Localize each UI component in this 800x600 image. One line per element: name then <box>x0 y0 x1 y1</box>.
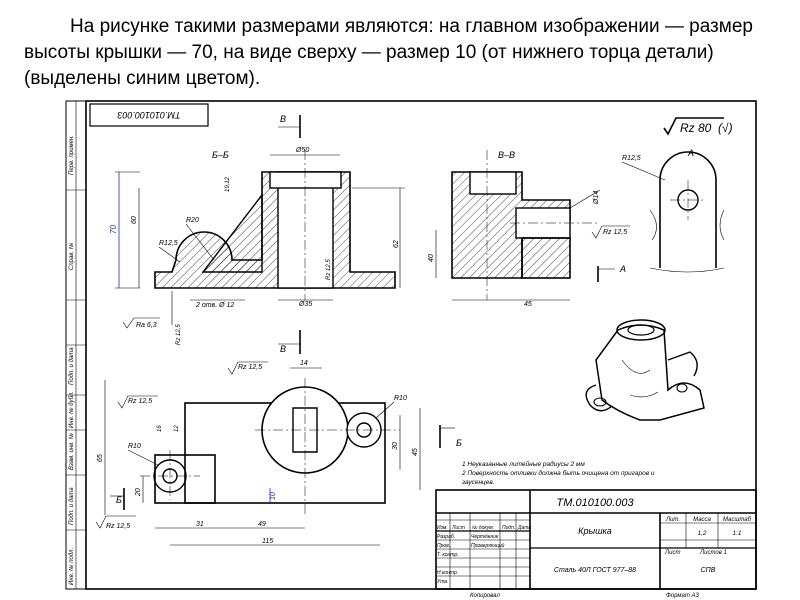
svg-text:R10: R10 <box>128 443 141 450</box>
svg-text:Rz 12,5: Rz 12,5 <box>326 259 332 280</box>
svg-text:Rz 12,5: Rz 12,5 <box>603 229 627 236</box>
svg-text:Rz 12,5: Rz 12,5 <box>106 523 130 530</box>
svg-text:Rz 12,5: Rz 12,5 <box>176 324 182 345</box>
svg-text:Б: Б <box>456 438 462 448</box>
side-label-7: Инв. № подл. <box>68 548 75 585</box>
roughness-symbol: Rz 80 (√) <box>663 117 733 136</box>
svg-text:Лист: Лист <box>664 550 680 556</box>
side-strip: Перв. примен. Справ. № Подп. и дата Инв.… <box>66 101 86 589</box>
svg-text:(√): (√) <box>718 121 733 135</box>
title-doc-number: ТМ.010100.003 <box>556 497 634 509</box>
svg-text:10: 10 <box>270 492 277 500</box>
svg-text:49: 49 <box>258 521 266 528</box>
top-view: 14 Rz 12,5 Rz 12,5 R10 R10 65 45 30 20 1… <box>95 360 421 546</box>
svg-text:Ø50: Ø50 <box>295 147 309 154</box>
svg-text:заусенцев.: заусенцев. <box>461 479 495 486</box>
svg-text:Ra 6,3: Ra 6,3 <box>136 322 157 329</box>
svg-text:1:1: 1:1 <box>732 530 741 537</box>
side-label-6: Подп. и дата <box>69 487 75 525</box>
svg-text:Лит.: Лит. <box>665 517 680 523</box>
section-vv: В–В 40 Ø14 Rz 12,5 45 А <box>428 150 630 308</box>
svg-text:R20: R20 <box>186 217 199 224</box>
svg-text:R12,5: R12,5 <box>622 155 641 162</box>
svg-text:Масштаб: Масштаб <box>723 517 752 523</box>
stamp-box <box>89 103 209 127</box>
svg-text:А: А <box>619 264 626 274</box>
cut-mark-v-top: В <box>278 114 301 138</box>
svg-text:Ø14: Ø14 <box>593 191 600 205</box>
svg-text:Утв.: Утв. <box>437 579 448 585</box>
svg-text:60: 60 <box>131 216 138 224</box>
svg-text:12: 12 <box>174 425 180 432</box>
svg-text:№ докум.: № докум. <box>472 525 494 531</box>
svg-text:В: В <box>280 344 286 354</box>
caption-text: На рисунке такими размерами являются: на… <box>24 14 784 92</box>
svg-text:Подп.: Подп. <box>502 525 515 531</box>
svg-text:В: В <box>280 114 286 124</box>
title-material: Сталь 40Л ГОСТ 977–88 <box>554 567 636 574</box>
svg-text:Б: Б <box>116 495 122 505</box>
svg-text:45: 45 <box>524 301 532 308</box>
isometric-view <box>585 319 705 421</box>
svg-text:Копировал: Копировал <box>470 593 500 599</box>
svg-text:30: 30 <box>392 442 399 450</box>
svg-text:45: 45 <box>412 448 419 456</box>
section-vv-title: В–В <box>498 150 515 160</box>
svg-text:Дата: Дата <box>517 525 531 531</box>
svg-text:1 Неуказанные литейные радиус: 1 Неуказанные литейные радиусы 2 мм <box>462 460 585 468</box>
title-part-name: Крышка <box>578 526 612 536</box>
svg-text:16: 16 <box>157 425 163 432</box>
svg-text:Rz 12,5: Rz 12,5 <box>128 398 152 405</box>
section-bb-title: Б–Б <box>212 150 229 160</box>
title-block: ТМ.010100.003 Крышка Сталь 40Л ГОСТ 977–… <box>435 489 757 599</box>
side-label-2: Справ. № <box>68 242 75 270</box>
svg-text:14: 14 <box>300 360 308 367</box>
svg-text:Масса: Масса <box>693 517 711 523</box>
stamp-rotated-text: ТМ.010100.003 <box>117 110 180 120</box>
technical-notes: 1 Неуказанные литейные радиусы 2 мм 2 По… <box>461 460 655 486</box>
section-bb: Б–Б Ø50 70 60 19,12 R20 R12,5 Rz 12,5 Ra… <box>109 147 405 345</box>
svg-text:115: 115 <box>262 538 273 545</box>
svg-text:Н.контр.: Н.контр. <box>437 570 458 576</box>
side-label-5: Взам. инв. № <box>68 432 75 470</box>
view-a: А R12,5 <box>621 148 725 273</box>
svg-text:Проверяющий: Проверяющий <box>471 542 505 549</box>
svg-text:70: 70 <box>109 225 118 234</box>
svg-text:Rz 12,5: Rz 12,5 <box>238 364 262 371</box>
svg-text:Пров.: Пров. <box>437 543 450 549</box>
svg-text:31: 31 <box>196 521 204 528</box>
svg-text:Ø35: Ø35 <box>298 301 312 308</box>
svg-text:R10: R10 <box>394 395 407 402</box>
cut-mark-b-right: Б <box>439 425 462 448</box>
svg-text:62: 62 <box>393 240 400 248</box>
svg-text:А: А <box>687 148 694 158</box>
side-label-1: Перв. примен. <box>69 135 75 175</box>
svg-text:65: 65 <box>97 454 104 462</box>
svg-text:СПВ: СПВ <box>701 567 716 574</box>
svg-text:Формат А3: Формат А3 <box>666 593 699 599</box>
svg-text:Чертёжник: Чертёжник <box>471 534 499 540</box>
svg-text:19,12: 19,12 <box>225 176 231 192</box>
svg-text:Т. контр.: Т. контр. <box>437 552 459 558</box>
sheet-inner-border <box>85 100 757 590</box>
svg-text:2 отв. Ø 12: 2 отв. Ø 12 <box>195 302 234 309</box>
cut-mark-v-bottom: В <box>278 330 301 354</box>
svg-text:Изм.: Изм. <box>437 525 448 531</box>
svg-text:Rz 80: Rz 80 <box>680 121 712 135</box>
sheet-outer-border <box>65 100 757 590</box>
svg-text:R12,5: R12,5 <box>159 240 178 247</box>
svg-text:1,2: 1,2 <box>697 530 706 537</box>
caption-body: На рисунке такими размерами являются: на… <box>24 16 753 89</box>
svg-text:Листов 1: Листов 1 <box>699 550 727 556</box>
side-label-3: Подп. и дата <box>69 347 75 385</box>
svg-text:40: 40 <box>428 254 435 262</box>
svg-text:2 Поверхность отливки должна: 2 Поверхность отливки должна быть очищен… <box>461 469 655 477</box>
svg-text:20: 20 <box>135 488 142 497</box>
svg-text:Разраб.: Разраб. <box>437 534 455 540</box>
side-label-4: Инв. № дубл. <box>68 391 75 428</box>
svg-text:Лист: Лист <box>451 525 465 531</box>
